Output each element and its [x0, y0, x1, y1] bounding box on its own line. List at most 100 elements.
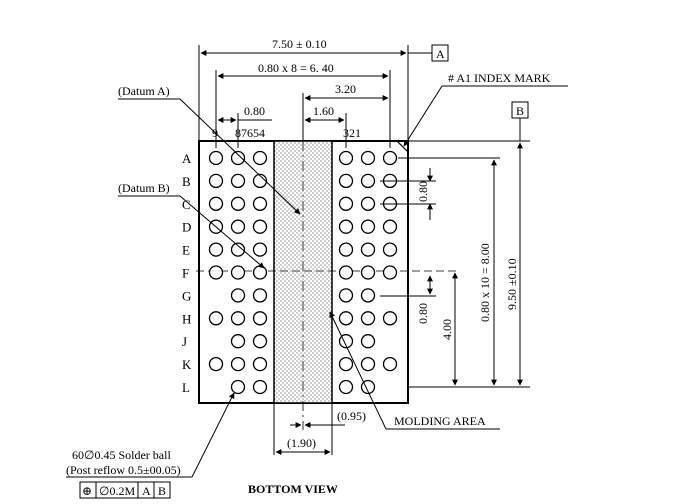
solder-ball-d3: [338, 219, 354, 234]
pitch-x-label: 0.80: [244, 104, 265, 118]
solder-ball-b3: [338, 173, 354, 189]
column-labels-87654: 87654: [235, 126, 265, 140]
solder-ball-f1: [382, 265, 398, 280]
a1-chamfer: [396, 140, 409, 153]
solder-ball-l8: [230, 379, 246, 395]
solder-ball-h1: [382, 311, 398, 326]
total-width-label: 7.50 ± 0.10: [272, 37, 327, 51]
solder-ball-c9: [208, 196, 224, 211]
tolerance-frame: ⊕ ∅0.2M A B: [79, 481, 171, 499]
pitch-y-lower-label: 0.80: [416, 303, 430, 324]
tolerance-value: ∅0.2M: [99, 484, 135, 498]
solder-ball-reflow-label: (Post reflow 0.5±00.05): [66, 463, 181, 477]
column-labels-321: 321: [343, 126, 361, 140]
solder-ball-d1: [382, 219, 398, 234]
tolerance-datum-a: A: [142, 484, 151, 498]
row-label-k: K: [182, 357, 192, 372]
solder-ball-a1: [382, 150, 398, 166]
solder-ball-h9: [208, 311, 224, 326]
solder-ball-j8: [230, 334, 246, 349]
rows-span-label: 0.80 x 10 = 8.00: [478, 243, 492, 322]
solder-ball-l3: [338, 379, 354, 395]
row-label-g: G: [182, 288, 191, 303]
datum-a-arrow: [179, 98, 301, 215]
solder-ball-j7: [252, 334, 268, 349]
datum-b-label: (Datum B): [118, 181, 170, 195]
total-height-label: 9.50 ±0.10: [505, 258, 519, 310]
datum-b-box-label: B: [516, 104, 524, 118]
row-label-c: C: [182, 197, 191, 212]
solder-ball-g2: [360, 288, 376, 303]
datum-b-arrow: [179, 195, 265, 269]
half-height-label: 4.00: [440, 319, 454, 340]
solder-ball-j2: [360, 334, 376, 349]
solder-ball-h8: [230, 311, 246, 326]
solder-ball-f8: [230, 265, 246, 280]
solder-ball-b8: [230, 173, 246, 189]
solder-ball-e3: [338, 242, 354, 257]
solder-ball-f3: [338, 265, 354, 280]
tolerance-datum-b: B: [158, 484, 166, 498]
pitch-span-label: 0.80 x 8 = 6. 40: [258, 61, 334, 75]
row-label-d: D: [182, 220, 191, 235]
view-title: BOTTOM VIEW: [248, 482, 338, 496]
solder-ball-k2: [360, 356, 376, 372]
solder-ball-c2: [360, 196, 376, 211]
solder-ball-a9: [208, 150, 224, 166]
molding-area-arrow: [329, 311, 387, 430]
solder-ball-e8: [230, 242, 246, 257]
a1-index-arrow: [403, 85, 443, 147]
solder-ball-a3: [338, 150, 354, 166]
datum-a-box: [431, 44, 449, 62]
solder-ball-b7: [252, 173, 268, 189]
row-label-l: L: [182, 380, 190, 395]
solder-ball-a2: [360, 150, 376, 166]
solder-ball-e9: [208, 242, 224, 257]
solder-ball-f7: [252, 265, 268, 280]
row-label-a: A: [182, 151, 192, 166]
molding-half-label: 1.60: [313, 104, 334, 118]
solder-ball-l7: [252, 379, 268, 395]
solder-ball-f2: [360, 265, 376, 280]
solder-ball-h7: [252, 311, 268, 326]
row-label-f: F: [182, 266, 189, 281]
solder-ball-h2: [360, 311, 376, 326]
solder-ball-g8: [230, 288, 246, 303]
solder-ball-b9: [208, 173, 224, 189]
solder-ball-k8: [230, 356, 246, 372]
solder-ball-c8: [230, 196, 246, 211]
row-label-b: B: [182, 174, 191, 189]
molding-area-label: MOLDING AREA: [394, 414, 486, 428]
solder-ball-b2: [360, 173, 376, 189]
datum-a-box-label: A: [436, 47, 445, 61]
solder-ball-a8: [230, 150, 246, 166]
solder-ball-arrow: [191, 392, 235, 478]
solder-ball-h3: [338, 311, 354, 326]
row-label-h: H: [182, 311, 191, 326]
tolerance-position-symbol: ⊕: [82, 484, 92, 498]
row-label-j: J: [182, 334, 187, 349]
half-span-label: 3.20: [335, 82, 356, 96]
pitch-y-label: 0.80: [416, 181, 430, 202]
solder-ball-k7: [252, 356, 268, 372]
solder-ball-e2: [360, 242, 376, 257]
row-label-e: E: [182, 243, 190, 258]
molding-width-label: (1.90): [287, 436, 316, 450]
solder-ball-k1: [382, 356, 398, 372]
solder-ball-label: 60∅0.45 Solder ball: [72, 448, 171, 462]
a1-index-label: # A1 INDEX MARK: [448, 71, 551, 85]
solder-ball-c3: [338, 196, 354, 211]
solder-ball-k3: [338, 356, 354, 372]
molding-offset-label: (0.95): [337, 409, 366, 423]
solder-ball-f9: [208, 265, 224, 280]
solder-ball-g7: [252, 288, 268, 303]
solder-ball-d2: [360, 219, 376, 234]
solder-ball-k9: [208, 356, 224, 372]
solder-ball-d7: [252, 219, 268, 234]
solder-ball-c7: [252, 196, 268, 211]
datum-a-label: (Datum A): [118, 84, 170, 98]
solder-ball-e7: [252, 242, 268, 257]
solder-ball-a7: [252, 150, 268, 166]
